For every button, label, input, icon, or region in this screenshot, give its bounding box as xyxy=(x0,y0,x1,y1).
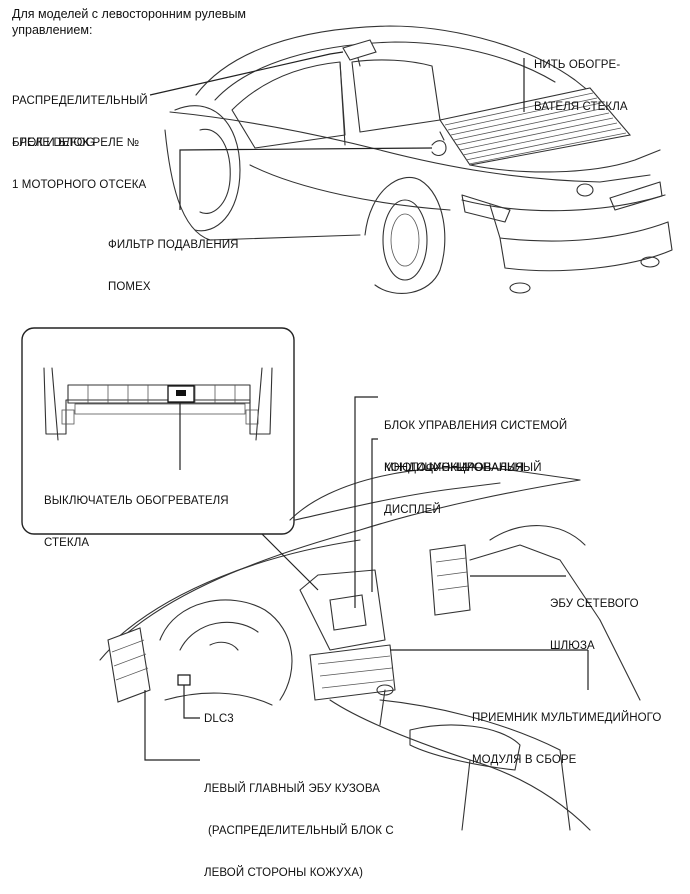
multi-display-line-1: МНОГОФУНКЦИОНАЛЬНЫЙ xyxy=(384,462,542,474)
multimedia-receiver-label: ПРИЕМНИК МУЛЬТИМЕДИЙНОГО МОДУЛЯ В СБОРЕ xyxy=(472,683,661,781)
heater-wire-line-2: ВАТЕЛЯ СТЕКЛА xyxy=(534,101,628,113)
dlc3-label: DLC3 xyxy=(204,713,234,725)
defogger-switch-line-1: ВЫКЛЮЧАТЕЛЬ ОБОГРЕВАТЕЛЯ xyxy=(44,495,229,507)
defog-relay-label: - РЕЛЕ DEFOG xyxy=(12,137,95,149)
header-note: Для моделей с левосторонним рулевым упра… xyxy=(12,6,246,38)
multimedia-receiver-line-1: ПРИЕМНИК МУЛЬТИМЕДИЙНОГО xyxy=(472,712,662,724)
header-line-2: управлением: xyxy=(12,23,93,37)
gateway-ecu-line-2: ШЛЮЗА xyxy=(550,640,595,652)
diagram-drawing xyxy=(21,25,673,831)
junction-block-line-3: 1 МОТОРНОГО ОТСЕКА xyxy=(12,179,147,191)
gateway-ecu-label: ЭБУ СЕТЕВОГО ШЛЮЗА xyxy=(550,569,639,667)
noise-filter-line-2: ПОМЕХ xyxy=(108,281,151,293)
junction-block-line-1: РАСПРЕДЕЛИТЕЛЬНЫЙ xyxy=(12,95,148,107)
heater-wire-label: НИТЬ ОБОГРЕ- ВАТЕЛЯ СТЕКЛА xyxy=(534,30,628,128)
gateway-ecu-line-1: ЭБУ СЕТЕВОГО xyxy=(550,598,639,610)
multi-display-label: МНОГОФУНКЦИОНАЛЬНЫЙ ДИСПЛЕЙ xyxy=(384,433,542,531)
switch-inset xyxy=(21,327,295,535)
ac-control-line-1: БЛОК УПРАВЛЕНИЯ СИСТЕМОЙ xyxy=(384,420,568,432)
multimedia-receiver-line-2: МОДУЛЯ В СБОРЕ xyxy=(472,754,577,766)
junction-block-line-2: БЛОК И БЛОК РЕЛЕ № xyxy=(12,137,140,149)
car-illustration xyxy=(164,25,673,294)
multi-display-line-2: ДИСПЛЕЙ xyxy=(384,504,441,516)
defogger-switch-label: ВЫКЛЮЧАТЕЛЬ ОБОГРЕВАТЕЛЯ СТЕКЛА xyxy=(44,466,229,564)
body-ecu-line-2: (РАСПРЕДЕЛИТЕЛЬНЫЙ БЛОК С xyxy=(208,825,394,837)
noise-filter-line-1: ФИЛЬТР ПОДАВЛЕНИЯ xyxy=(108,239,239,251)
body-ecu-label: ЛЕВЫЙ ГЛАВНЫЙ ЭБУ КУЗОВА (РАСПРЕДЕЛИТЕЛЬ… xyxy=(204,754,394,894)
dashboard-illustration xyxy=(99,466,641,831)
heater-wire-line-1: НИТЬ ОБОГРЕ- xyxy=(534,59,621,71)
header-line-1: Для моделей с левосторонним рулевым xyxy=(12,7,247,21)
body-ecu-line-3: ЛЕВОЙ СТОРОНЫ КОЖУХА) xyxy=(204,867,364,879)
ac-control-line-2: КОНДИЦИОНИРОВАНИЯ xyxy=(384,462,525,474)
leader-lines-bottom xyxy=(144,396,589,761)
noise-filter-label: ФИЛЬТР ПОДАВЛЕНИЯ ПОМЕХ xyxy=(108,210,239,308)
ac-control-label: БЛОК УПРАВЛЕНИЯ СИСТЕМОЙ КОНДИЦИОНИРОВАН… xyxy=(384,391,567,489)
body-ecu-line-1: ЛЕВЫЙ ГЛАВНЫЙ ЭБУ КУЗОВА xyxy=(204,783,380,795)
leader-lines-top xyxy=(149,51,525,210)
defogger-switch-line-2: СТЕКЛА xyxy=(44,537,90,549)
junction-block-label: РАСПРЕДЕЛИТЕЛЬНЫЙ БЛОК И БЛОК РЕЛЕ № 1 М… xyxy=(12,66,148,206)
